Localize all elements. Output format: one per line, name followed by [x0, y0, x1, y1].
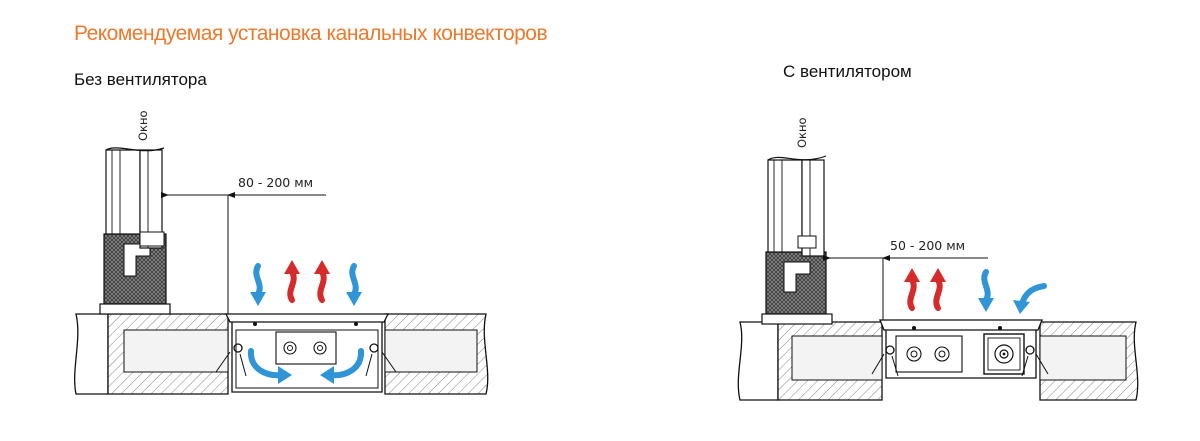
diagram-without-fan: Окно 80 - 200 мм [74, 110, 489, 395]
diagram-with-fan: Окно 50 - 200 мм [737, 117, 1139, 401]
caption-without-fan: Без вентилятора [74, 70, 207, 89]
caption-with-fan: С вентилятором [783, 62, 912, 81]
window-label: Окно [795, 117, 809, 148]
dimension-label: 50 - 200 мм [890, 238, 965, 253]
dimension-label: 80 - 200 мм [238, 175, 313, 190]
window-label: Окно [136, 110, 150, 141]
page-title: Рекомендуемая установка канальных конвек… [74, 22, 548, 45]
